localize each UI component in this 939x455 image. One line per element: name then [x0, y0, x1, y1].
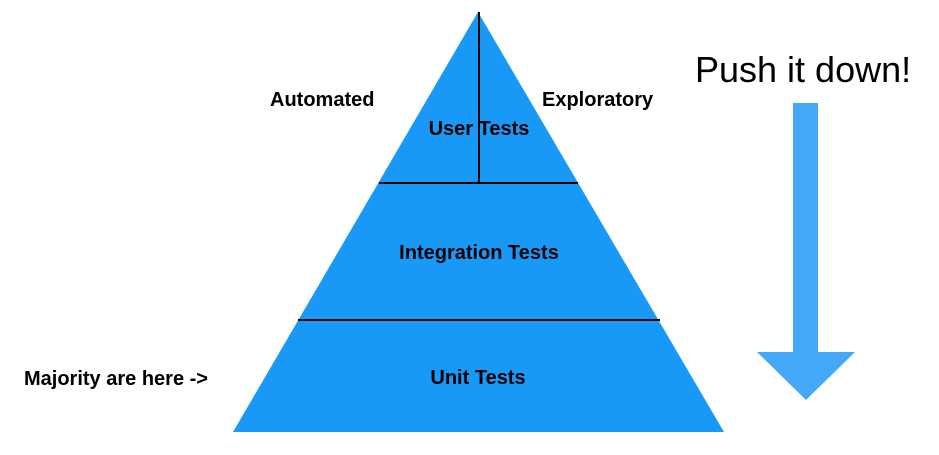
- arrow-head: [757, 352, 855, 400]
- majority-note: Majority are here ->: [24, 368, 208, 390]
- arrow-shaft: [793, 103, 818, 353]
- push-down-arrow-icon: [757, 103, 855, 400]
- automated-label: Automated: [270, 89, 375, 111]
- exploratory-label: Exploratory: [542, 89, 654, 111]
- pyramid-shape: [233, 12, 724, 432]
- user-tests-label: User Tests: [428, 118, 530, 140]
- integration-tests-label: Integration Tests: [399, 242, 559, 264]
- push-it-down-label: Push it down!: [695, 49, 912, 90]
- unit-tests-label: Unit Tests: [430, 367, 526, 389]
